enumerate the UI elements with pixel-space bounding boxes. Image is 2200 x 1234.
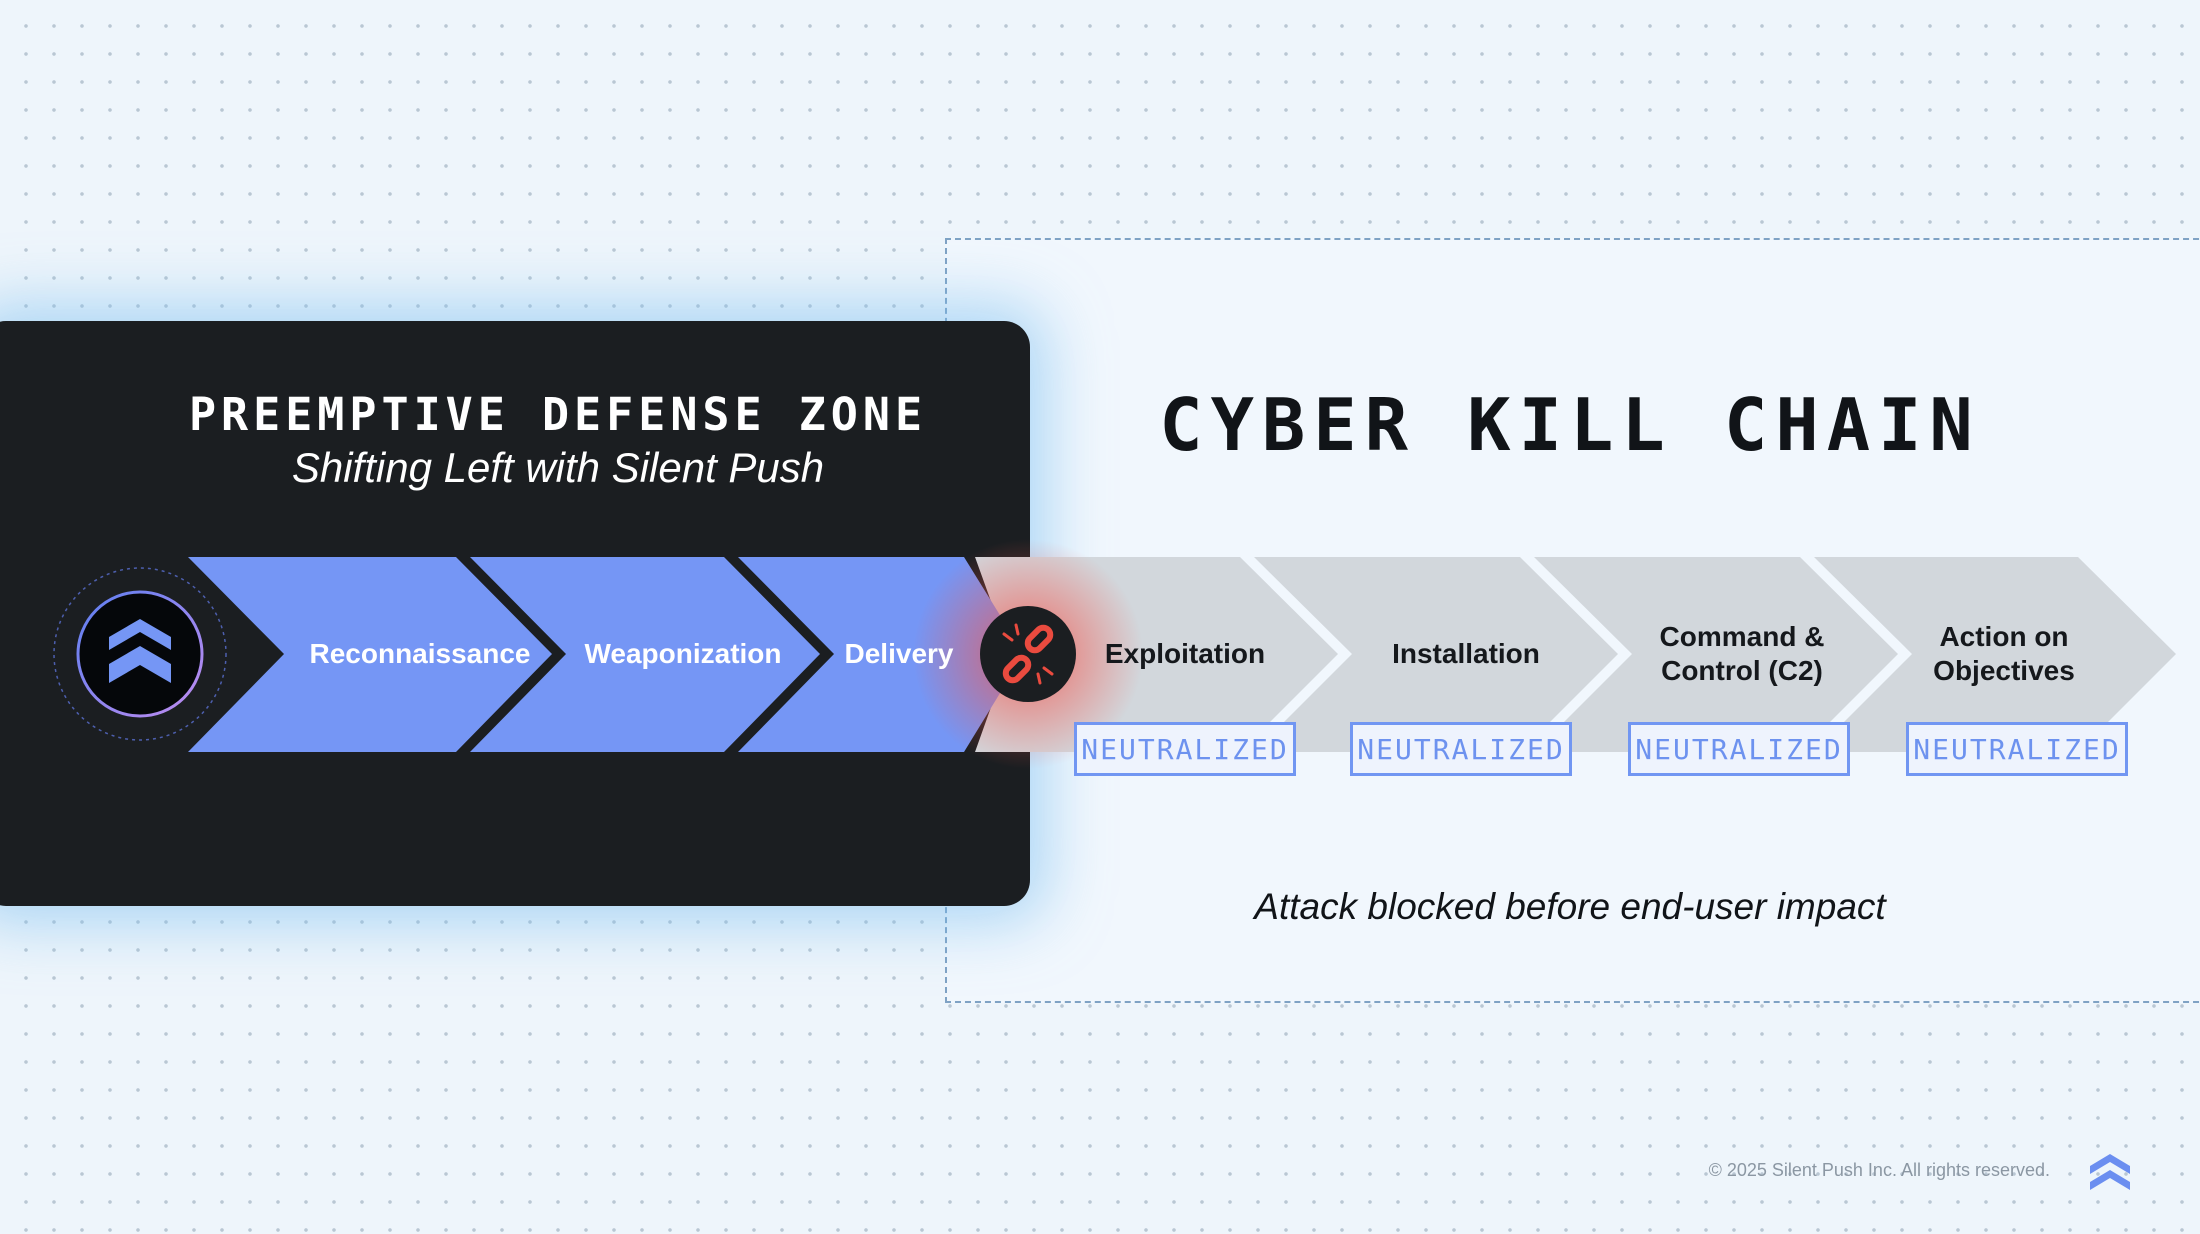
neutralized-badge-installation: NEUTRALIZED [1350,722,1572,776]
silent-push-chevrons-icon [109,619,171,683]
stage-label-reconnaissance: Reconnaissance [309,638,531,669]
defense-zone-subtitle: Shifting Left with Silent Push [291,444,825,491]
copyright-notice: © 2025 Silent Push Inc. All rights reser… [1708,1160,2050,1180]
stage-shape-installation [1254,557,1618,752]
stage-shape-reconnaissance [188,557,552,752]
stage-shape-objectives [1814,557,2176,752]
silent-push-logo [53,567,227,741]
neutralized-badge-action-objectives: NEUTRALIZED [1906,722,2128,776]
stage-label-exploitation: Exploitation [1104,638,1266,669]
stage-label-command-control: Command & Control (C2) [1659,621,1825,686]
broken-link-icon [980,606,1076,702]
stage-label-delivery: Delivery [844,638,954,669]
stage-label-weaponization: Weaponization [584,638,782,669]
stage-shape-c2 [1534,557,1898,752]
neutralized-badge-command-control: NEUTRALIZED [1628,722,1850,776]
impact-caption: Attack blocked before end-user impact [1254,886,1886,927]
stage-shape-weaponization [470,557,820,752]
neutralized-badge-exploitation: NEUTRALIZED [1074,722,1296,776]
stage-label-action-objectives: Action on Objectives [1933,621,2075,686]
defense-zone-title: PREEMPTIVE DEFENSE ZONE [188,388,928,441]
footer-logo-icon [2090,1154,2130,1190]
kill-chain-title: CYBER KILL CHAIN [1159,383,1981,467]
stage-label-installation: Installation [1392,638,1540,669]
